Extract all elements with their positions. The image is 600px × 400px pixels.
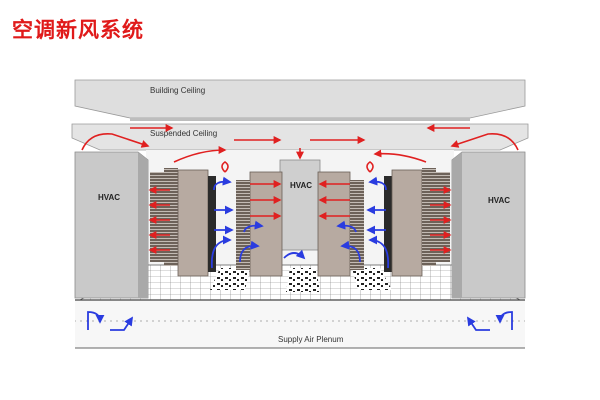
- hvac-unit-center: [279, 159, 321, 251]
- server-rack-center-right: [317, 171, 364, 277]
- perforated-tile: [352, 268, 392, 290]
- building-ceiling: [74, 79, 526, 121]
- building-ceiling-label: Building Ceiling: [150, 86, 205, 95]
- server-rack-row-left: [150, 168, 216, 277]
- supply-air-plenum: [75, 299, 525, 349]
- server-rack-center-left: [236, 171, 283, 277]
- hvac-center-label: HVAC: [290, 181, 312, 190]
- hvac-left-label: HVAC: [98, 193, 120, 202]
- hvac-unit-right: [451, 151, 526, 299]
- hvac-unit-left: [74, 151, 149, 299]
- supply-air-plenum-label: Supply Air Plenum: [278, 335, 344, 344]
- suspended-ceiling-label: Suspended Ceiling: [150, 129, 217, 138]
- perforated-tile: [210, 268, 250, 290]
- hvac-right-label: HVAC: [488, 196, 510, 205]
- suspended-ceiling: [71, 123, 529, 151]
- perforated-tile: [286, 268, 320, 292]
- slide-title: 空调新风系统: [12, 18, 144, 42]
- server-rack-row-right: [384, 168, 450, 277]
- cold-air-supply-arrows: [87, 176, 513, 331]
- hot-air-return-arrows: [81, 124, 519, 254]
